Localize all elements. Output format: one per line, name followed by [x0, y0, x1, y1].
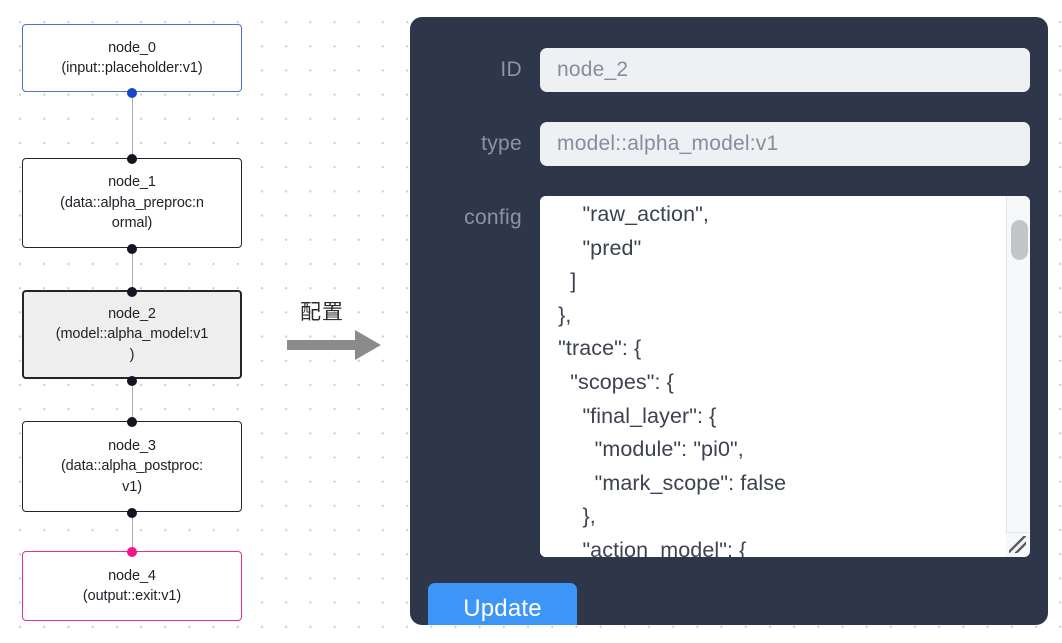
- node-handle-target[interactable]: [127, 287, 137, 297]
- arrow-right-icon: [287, 328, 383, 367]
- graph-node-node_4[interactable]: node_4 (output::exit:v1): [22, 547, 242, 621]
- type-input[interactable]: model::alpha_model:v1: [540, 122, 1030, 166]
- config-panel: ID node_2 type model::alpha_model:v1 con…: [410, 17, 1048, 625]
- graph-node-node_2[interactable]: node_2 (model::alpha_model:v1 ): [22, 287, 242, 386]
- config-textarea-wrapper[interactable]: "raw_action", "pred" ] }, "trace": { "sc…: [540, 196, 1030, 557]
- graph-node-label: node_0 (input::placeholder:v1): [61, 39, 203, 77]
- annotation-group: 配置: [287, 296, 397, 366]
- node-handle-source[interactable]: [127, 376, 137, 386]
- config-textarea[interactable]: "raw_action", "pred" ] }, "trace": { "sc…: [540, 196, 992, 557]
- edge-node3-node4: [131, 512, 134, 551]
- node-handle-target[interactable]: [127, 547, 137, 557]
- config-scrollbar-thumb[interactable]: [1011, 220, 1028, 260]
- id-input[interactable]: node_2: [540, 48, 1030, 92]
- field-row-id: ID node_2: [420, 48, 1030, 92]
- graph-node-label: node_3 (data::alpha_postproc: v1): [60, 437, 204, 495]
- config-scrollbar[interactable]: [1006, 196, 1030, 557]
- graph-node-label: node_2 (model::alpha_model:v1 ): [55, 305, 209, 363]
- node-handle-target[interactable]: [127, 154, 137, 164]
- update-button[interactable]: Update: [428, 583, 577, 625]
- id-field-label: ID: [500, 58, 522, 81]
- node-handle-target[interactable]: [127, 417, 137, 427]
- node-handle-source[interactable]: [127, 508, 137, 518]
- annotation-label: 配置: [300, 300, 344, 324]
- edge-node0-node1: [131, 92, 134, 158]
- graph-node-label: node_1 (data::alpha_preproc:n ormal): [60, 174, 204, 232]
- graph-node-node_3[interactable]: node_3 (data::alpha_postproc: v1): [22, 417, 242, 518]
- edge-node1-node2: [131, 248, 134, 290]
- edge-node2-node3: [131, 379, 134, 421]
- field-row-config: config "raw_action", "pred" ] }, "trace"…: [420, 196, 1030, 557]
- node-handle-source[interactable]: [127, 88, 137, 98]
- field-row-type: type model::alpha_model:v1: [420, 122, 1030, 166]
- graph-node-label: node_4 (output::exit:v1): [82, 567, 182, 605]
- config-field-label: config: [464, 206, 522, 229]
- graph-node-node_0[interactable]: node_0 (input::placeholder:v1): [22, 24, 242, 98]
- node-handle-source[interactable]: [127, 244, 137, 254]
- graph-node-node_1[interactable]: node_1 (data::alpha_preproc:n ormal): [22, 154, 242, 254]
- resize-grip-icon[interactable]: [1006, 532, 1029, 556]
- type-field-label: type: [481, 132, 522, 155]
